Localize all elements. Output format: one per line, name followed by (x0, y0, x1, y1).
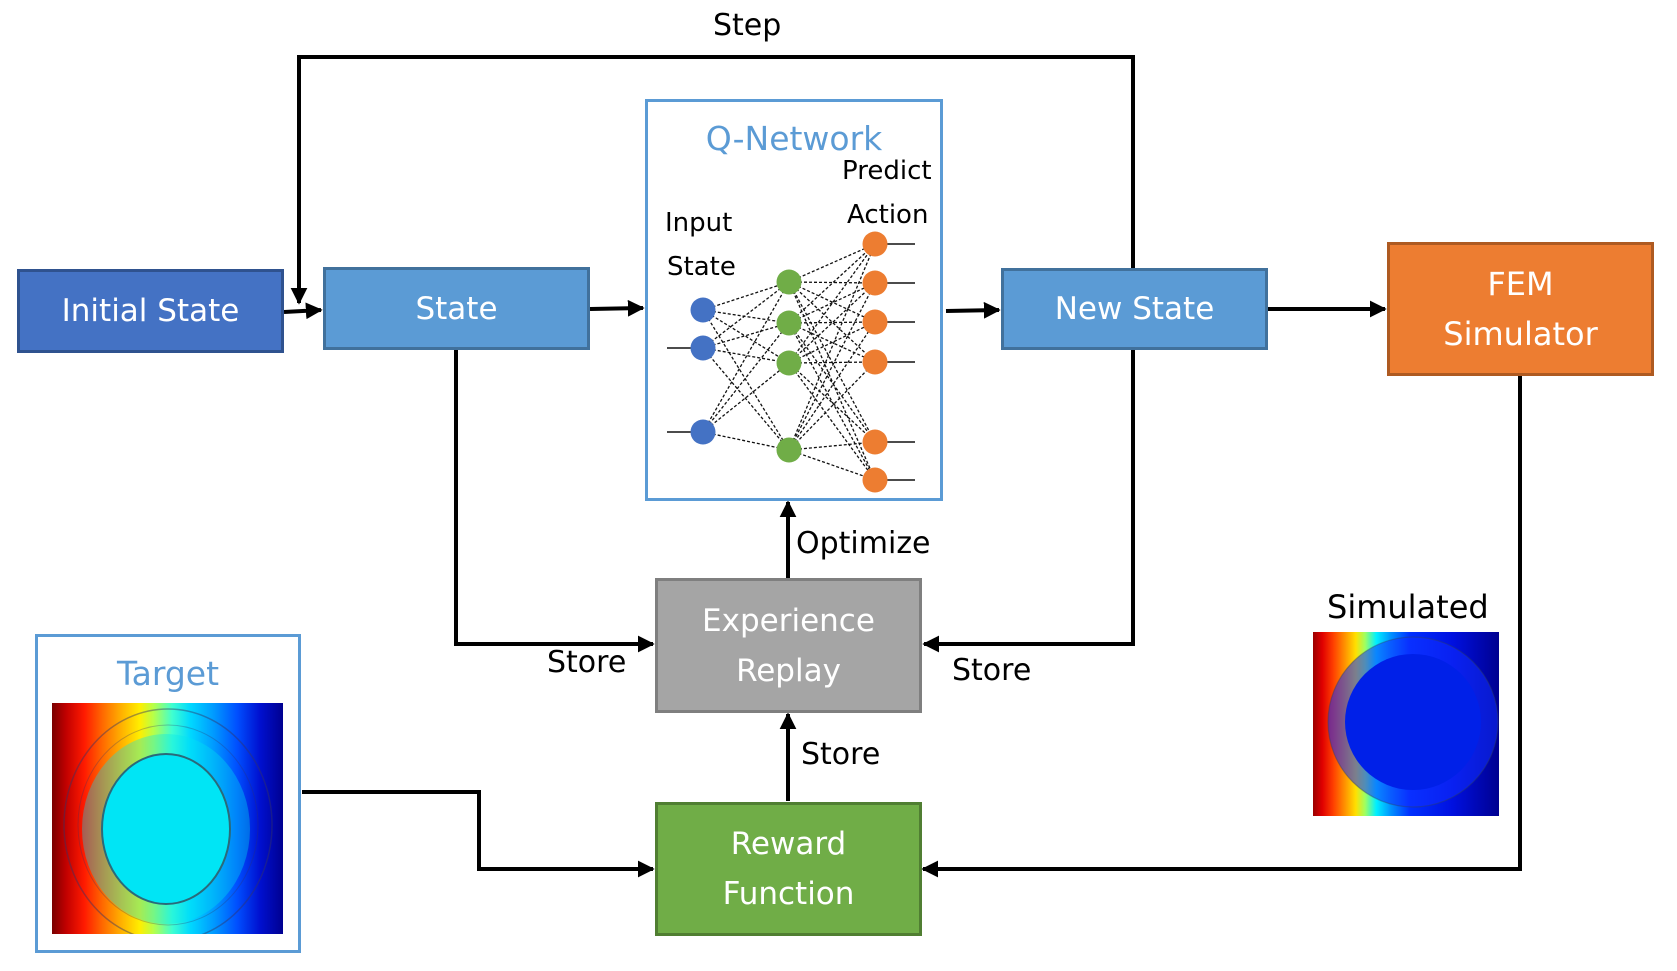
new-state-label: New State (1054, 291, 1215, 327)
neuron-output (862, 467, 888, 493)
simulated-field-image (1313, 632, 1499, 816)
nn-connection (788, 321, 876, 324)
experience-replay-node[interactable]: Experience Replay (655, 578, 922, 713)
nn-connection (788, 362, 876, 481)
nn-connection (788, 362, 876, 443)
edge-step (290, 55, 1135, 305)
nn-connection (788, 281, 876, 481)
input-state-label: State (667, 252, 736, 282)
nn-connection (788, 243, 876, 283)
nn-connection (788, 361, 876, 451)
simulated-circle (1327, 636, 1499, 808)
nn-connection (702, 309, 790, 364)
neuron-output (862, 309, 888, 335)
nn-connection (788, 321, 876, 451)
predict-label: Predict (842, 156, 932, 186)
neuron-output (862, 349, 888, 375)
neuron-hidden (776, 269, 802, 295)
nn-connection (788, 281, 876, 284)
simulated-label: Simulated (1327, 588, 1489, 626)
store-label-right: Store (952, 653, 1032, 688)
reward-function-node[interactable]: Reward Function (655, 802, 922, 936)
nn-connection (788, 243, 876, 324)
reward-label-line2: Function (722, 876, 855, 912)
target-field-image (52, 703, 283, 934)
nn-connection (788, 281, 876, 323)
nn-connection (788, 449, 876, 481)
nn-connection (788, 281, 876, 363)
nn-connection (788, 243, 876, 364)
state-node[interactable]: State (323, 267, 590, 350)
nn-connection (702, 309, 790, 324)
neuron-output (862, 429, 888, 455)
initial-state-node[interactable]: Initial State (17, 269, 284, 353)
nn-connection (702, 281, 790, 349)
nn-connection (788, 282, 876, 324)
reward-label-line1: Reward (730, 826, 847, 862)
state-label: State (415, 290, 498, 327)
neural-network-graphic (667, 231, 915, 493)
nn-connection (788, 282, 876, 364)
neuron-output (862, 270, 888, 296)
neuron-input (690, 335, 716, 361)
fem-label-line2: Simulator (1443, 315, 1598, 353)
edge-state-to-replay (454, 350, 655, 653)
nn-connection (702, 322, 790, 433)
action-label: Action (847, 200, 929, 230)
nn-connection (788, 361, 876, 364)
fem-simulator-node[interactable]: FEM Simulator (1387, 242, 1654, 376)
neuron-input (690, 419, 716, 445)
neuron-hidden (776, 350, 802, 376)
edge-target-to-reward (302, 790, 655, 878)
nn-connection (702, 347, 790, 364)
nn-connection (788, 281, 876, 443)
fem-label-line1: FEM (1487, 265, 1554, 303)
edge-fem-to-reward (921, 376, 1522, 878)
initial-state-label: Initial State (61, 293, 240, 329)
target-circle-contours (63, 708, 273, 934)
neuron-input (690, 297, 716, 323)
nn-connection (788, 243, 876, 451)
store-label-left: Store (547, 645, 627, 680)
nn-connection (702, 281, 790, 433)
edge-state-to-qnet (589, 299, 645, 317)
neuron-hidden (776, 437, 802, 463)
edge-newstate-to-replay (922, 350, 1135, 653)
optimize-label: Optimize (796, 526, 931, 561)
q-network-panel[interactable] (645, 99, 943, 501)
nn-connection (788, 282, 876, 451)
nn-connection (702, 281, 790, 311)
replay-label-line2: Replay (736, 652, 841, 689)
nn-connection (702, 347, 790, 451)
target-label: Target (116, 654, 220, 693)
store-label-bottom: Store (801, 737, 881, 772)
edge-qnet-to-newstate (945, 301, 1001, 319)
nn-connection (702, 309, 790, 451)
nn-connection (788, 322, 876, 443)
nn-connection (702, 362, 790, 433)
nn-connection (788, 441, 876, 451)
edge-initial-to-state (283, 302, 323, 320)
q-network-title: Q-Network (705, 119, 883, 158)
new-state-node[interactable]: New State (1001, 268, 1268, 350)
step-label: Step (713, 8, 782, 43)
replay-label-line1: Experience (702, 602, 875, 639)
nn-connection (788, 321, 876, 364)
input-label: Input (665, 208, 733, 238)
neuron-hidden (776, 310, 802, 336)
neuron-output (862, 231, 888, 257)
